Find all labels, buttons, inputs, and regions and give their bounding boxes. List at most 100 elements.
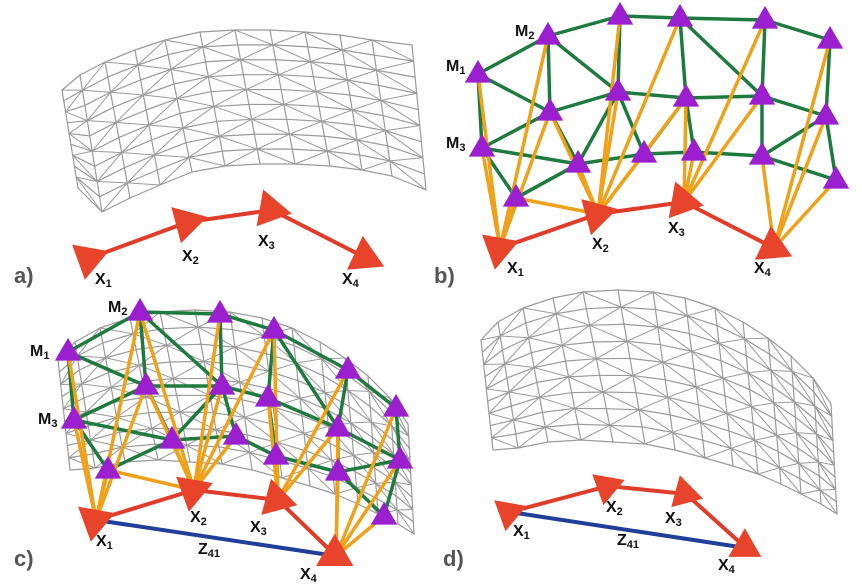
mesh-line [81, 357, 107, 385]
mesh-line [185, 135, 221, 144]
mesh-line [512, 419, 517, 435]
mesh-line [148, 98, 178, 126]
pose-markers [494, 474, 762, 557]
mesh-line [544, 407, 576, 428]
mesh-line [207, 59, 242, 78]
mesh-line [582, 289, 619, 293]
mesh-line [307, 46, 344, 51]
mesh-line [305, 450, 333, 461]
mesh-line [145, 98, 178, 111]
mesh-line [702, 439, 732, 450]
mesh-line [162, 326, 199, 330]
mesh-line [188, 156, 193, 173]
mesh-line [835, 501, 838, 515]
mesh-line [123, 167, 128, 184]
mesh-line [497, 307, 524, 323]
mesh-line [256, 148, 296, 165]
landmark-marker [54, 337, 82, 361]
mesh-line [239, 59, 244, 76]
mesh-line [527, 328, 560, 339]
mesh-line [512, 411, 544, 421]
mesh-line [722, 377, 726, 397]
mesh-line [170, 68, 209, 78]
loop-closure-label: Z41 [617, 532, 639, 551]
mesh-line [750, 405, 776, 420]
mesh-line [561, 324, 591, 346]
mesh-line [182, 428, 188, 446]
mesh-line [754, 439, 781, 469]
mesh-line [277, 74, 282, 91]
mesh-line [780, 483, 802, 495]
mesh-line [659, 344, 693, 352]
mesh-line [84, 91, 112, 107]
mesh-line [126, 169, 158, 184]
mesh-line [396, 509, 414, 523]
mesh-line [644, 431, 674, 445]
mesh-line [487, 400, 490, 414]
mesh-line [835, 488, 837, 503]
mesh-line [176, 98, 181, 114]
mesh-line [151, 127, 184, 141]
mesh-line [118, 136, 123, 154]
mesh-line [747, 372, 775, 404]
mesh-line [81, 372, 109, 385]
observation-edge [596, 16, 682, 216]
mesh-line [76, 342, 104, 357]
mesh-line [199, 31, 204, 48]
mesh-line [286, 118, 291, 135]
mesh-line [813, 391, 833, 417]
landmark-link [476, 72, 552, 114]
mesh-line [291, 327, 321, 343]
landmark-link [72, 384, 148, 422]
mesh-line [585, 308, 591, 326]
mesh-line [794, 416, 818, 435]
mesh-line [234, 346, 270, 372]
mesh-line [672, 421, 702, 433]
mesh-line [137, 54, 169, 66]
mesh-line [73, 165, 77, 178]
mesh-line [124, 459, 159, 463]
panel-label-c: c) [14, 546, 34, 571]
mesh-line [504, 352, 532, 365]
mesh-line [159, 171, 193, 186]
mesh-line [770, 369, 773, 388]
mesh-line [504, 337, 530, 365]
pose-label-x3: X3 [665, 510, 682, 529]
mesh-line [64, 104, 86, 113]
mesh-line [169, 360, 205, 363]
mesh-line [499, 307, 524, 337]
loop-closure-edge [508, 510, 748, 550]
mesh-line [351, 99, 382, 111]
landmark-label-m1: M1 [446, 58, 465, 77]
mesh-line [684, 297, 716, 309]
landmark-link [480, 146, 580, 166]
pose-label-x3: X3 [258, 233, 275, 252]
mesh-line [115, 121, 150, 126]
mesh-line [773, 402, 776, 420]
mesh-line [176, 90, 212, 100]
mesh-line [295, 358, 323, 364]
mesh-line [84, 104, 88, 122]
mesh-line [541, 407, 576, 413]
mesh-line [218, 118, 253, 137]
mesh-line [522, 307, 527, 324]
mesh-line [83, 386, 112, 399]
mesh-line [718, 342, 749, 374]
mesh-line [609, 409, 640, 426]
mesh-line [798, 461, 819, 464]
landmark-marker [464, 59, 492, 83]
pose-marker [581, 199, 618, 236]
mesh-line [599, 374, 604, 393]
mesh-line [767, 337, 793, 372]
mesh-line [321, 358, 349, 391]
mesh-line [92, 453, 96, 469]
mesh-line [539, 392, 573, 398]
mesh-line [750, 405, 778, 436]
mesh-line [667, 396, 671, 416]
loop-closure-edge [94, 518, 338, 558]
mesh-line [148, 412, 153, 430]
mesh-line [101, 182, 128, 213]
mesh-line [77, 187, 103, 213]
pose-markers [78, 476, 354, 567]
pose-marker [261, 478, 298, 515]
